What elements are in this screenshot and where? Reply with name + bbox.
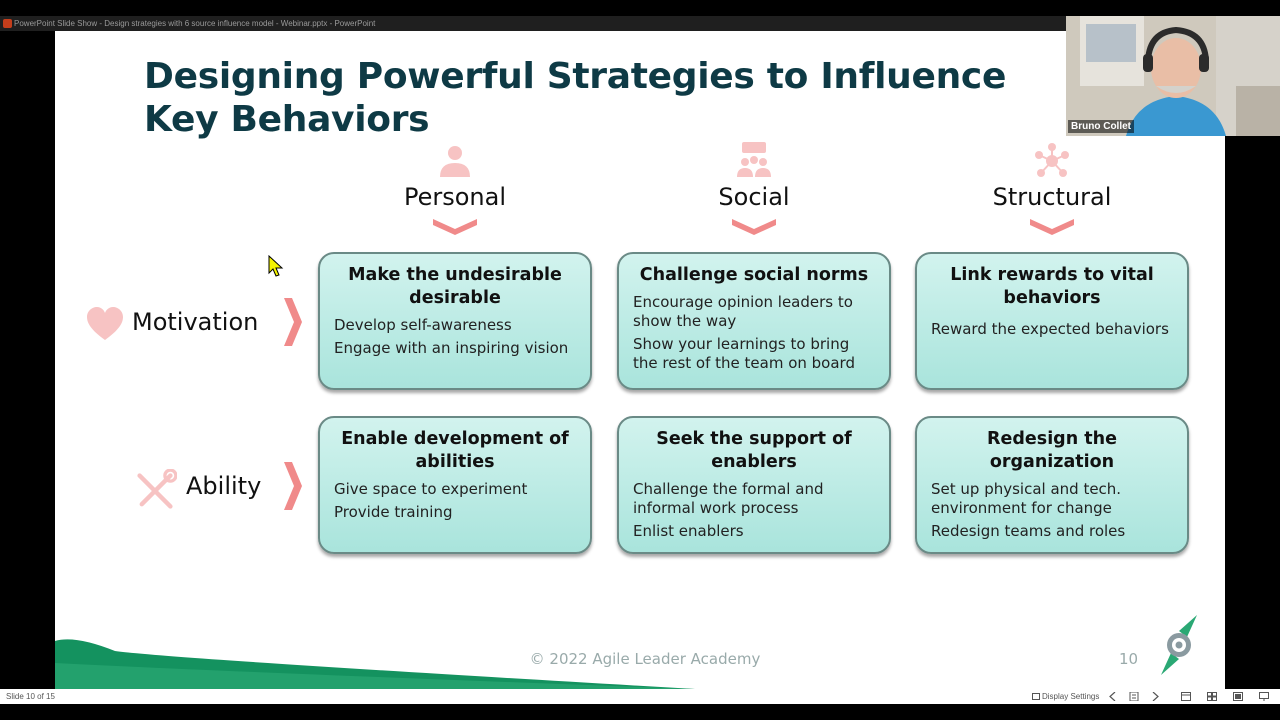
network-icon xyxy=(1035,143,1069,177)
card-structural-motivation: Link rewards to vital behaviors Reward t… xyxy=(915,252,1189,390)
card-title: Redesign the organization xyxy=(987,429,1117,472)
card-item: Give space to experiment xyxy=(334,480,528,498)
slide-footer: © 2022 Agile Leader Academy xyxy=(529,650,761,668)
slide-sorter-icon[interactable] xyxy=(1129,692,1139,701)
card-title: Challenge social norms xyxy=(639,265,869,285)
card-item: Provide training xyxy=(334,503,453,521)
card-title: Seek the support of enablers xyxy=(656,429,852,472)
card-personal-ability: Enable development of abilities Give spa… xyxy=(318,416,592,554)
status-bar: Slide 10 of 15 Display Settings xyxy=(0,689,1280,704)
card-item: Develop self-awareness xyxy=(334,316,512,334)
display-settings-button[interactable]: Display Settings xyxy=(1032,689,1099,704)
normal-view-icon[interactable] xyxy=(1181,692,1191,701)
card-structural-ability: Redesign the organization Set up physica… xyxy=(915,416,1189,554)
webcam-name-label: Bruno Collet xyxy=(1068,120,1134,133)
presenter-video-icon xyxy=(1066,16,1280,136)
group-chat-icon xyxy=(737,142,771,177)
chevron-right-icon xyxy=(284,462,302,510)
slide-canvas[interactable]: Designing Powerful Strategies to Influen… xyxy=(55,31,1225,689)
previous-slide-icon[interactable] xyxy=(1108,692,1118,701)
window-title: PowerPoint Slide Show - Design strategie… xyxy=(14,19,376,28)
chevron-right-icon xyxy=(284,298,302,346)
reading-view-icon[interactable] xyxy=(1233,692,1243,701)
window-title-bar: PowerPoint Slide Show - Design strategie… xyxy=(0,16,1280,31)
next-slide-icon[interactable] xyxy=(1150,692,1160,701)
column-label: Structural xyxy=(992,183,1112,211)
row-label: Motivation xyxy=(132,308,259,336)
row-header-motivation: Motivation xyxy=(85,296,305,356)
row-header-ability: Ability xyxy=(133,460,305,520)
card-item: Challenge the formal and informal work p… xyxy=(633,480,824,517)
card-social-motivation: Challenge social norms Encourage opinion… xyxy=(617,252,891,390)
tools-icon xyxy=(137,469,177,509)
row-label: Ability xyxy=(186,472,262,500)
card-title: Make the undesirable desirable xyxy=(348,265,562,308)
mouse-cursor-icon xyxy=(268,255,284,277)
chevron-down-icon xyxy=(732,219,776,235)
card-title: Link rewards to vital behaviors xyxy=(950,265,1154,308)
green-wave-decoration xyxy=(55,639,695,689)
column-label: Social xyxy=(718,183,790,211)
card-item: Engage with an inspiring vision xyxy=(334,339,569,357)
chevron-down-icon xyxy=(433,219,477,235)
person-icon xyxy=(440,146,470,177)
card-item: Encourage opinion leaders to show the wa… xyxy=(633,293,853,330)
slide-title-line-2: Key Behaviors xyxy=(144,99,430,140)
slide-title-line-1: Designing Powerful Strategies to Influen… xyxy=(144,56,1007,97)
column-header-structural: Structural xyxy=(915,141,1189,235)
grid-view-icon[interactable] xyxy=(1207,692,1217,701)
card-item: Set up physical and tech. environment fo… xyxy=(931,480,1122,517)
slide-page-number: 10 xyxy=(1119,650,1139,668)
column-header-personal: Personal xyxy=(318,141,592,235)
card-item: Redesign teams and roles xyxy=(931,522,1126,540)
display-settings-label: Display Settings xyxy=(1042,692,1100,701)
slide-counter: Slide 10 of 15 xyxy=(6,692,55,701)
card-personal-motivation: Make the undesirable desirable Develop s… xyxy=(318,252,592,390)
webcam-video[interactable]: Bruno Collet xyxy=(1066,16,1280,136)
slideshow-view-icon[interactable] xyxy=(1259,692,1269,701)
card-item: Show your learnings to bring the rest of… xyxy=(633,335,855,372)
compass-logo-icon xyxy=(1161,615,1197,675)
heart-icon xyxy=(87,307,123,340)
chevron-down-icon xyxy=(1030,219,1074,235)
card-item: Reward the expected behaviors xyxy=(931,320,1169,338)
column-header-social: Social xyxy=(617,141,891,235)
monitor-icon xyxy=(1032,693,1040,700)
card-item: Enlist enablers xyxy=(633,522,744,540)
slide-title: Designing Powerful Strategies to Influen… xyxy=(144,55,1104,141)
card-social-ability: Seek the support of enablers Challenge t… xyxy=(617,416,891,554)
card-title: Enable development of abilities xyxy=(341,429,569,472)
column-label: Personal xyxy=(403,183,507,211)
powerpoint-app-icon xyxy=(3,19,12,28)
